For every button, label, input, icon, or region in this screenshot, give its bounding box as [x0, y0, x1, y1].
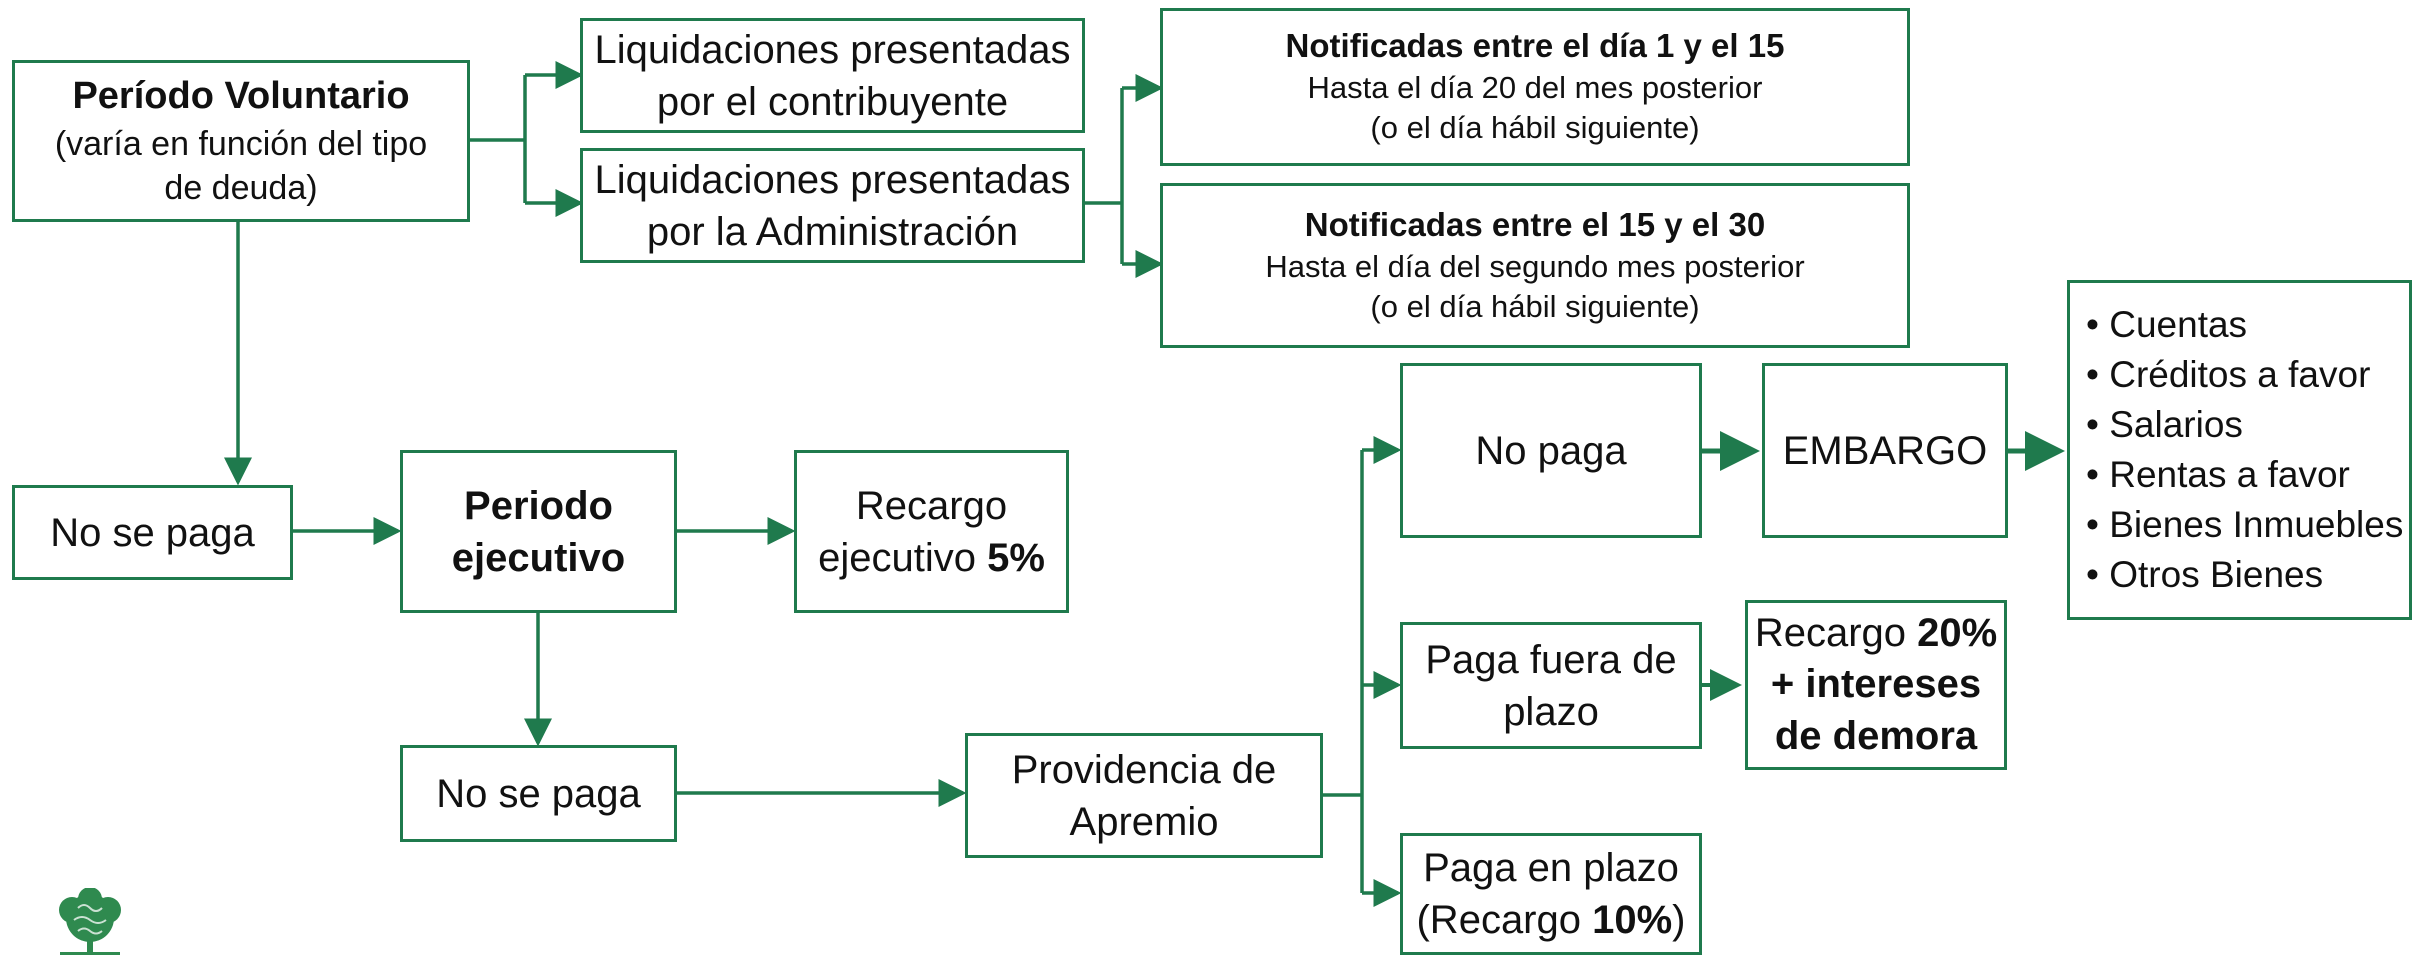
- embargo-box: EMBARGO: [1762, 363, 2008, 538]
- no-se-paga-label-1: No se paga: [50, 510, 255, 555]
- liquidaciones-contribuyente-line2: por el contribuyente: [656, 79, 1009, 124]
- bien-list-item: Otros Bienes: [2086, 550, 2403, 600]
- providencia-apremio-line2: Apremio: [1069, 799, 1219, 844]
- periodo-voluntario-title: Período Voluntario: [72, 75, 410, 118]
- no-se-paga-box-2: No se paga: [400, 745, 677, 842]
- bien-list-item: Rentas a favor: [2086, 450, 2403, 500]
- recargo-20-box: Recargo 20% + intereses de demora: [1745, 600, 2007, 770]
- bienes-embargables-box: CuentasCréditos a favorSalariosRentas a …: [2067, 280, 2412, 620]
- no-se-paga-label-2: No se paga: [436, 771, 641, 816]
- no-paga-box: No paga: [1400, 363, 1702, 538]
- recargo-ejecutivo-text: ejecutivo: [818, 535, 988, 580]
- periodo-voluntario-box: Período Voluntario (varía en función del…: [12, 60, 470, 222]
- periodo-ejecutivo-line2: ejecutivo: [451, 535, 626, 580]
- providencia-apremio-line1: Providencia de: [1011, 747, 1277, 792]
- embargo-label: EMBARGO: [1782, 428, 1988, 473]
- tree-icon: [59, 888, 121, 955]
- periodo-ejecutivo-line1: Periodo: [464, 483, 613, 528]
- bien-list-item: Créditos a favor: [2086, 350, 2403, 400]
- paga-fuera-plazo-line1: Paga fuera de: [1425, 637, 1677, 682]
- notificadas-1-15-title: Notificadas entre el día 1 y el 15: [1285, 27, 1785, 65]
- no-paga-label: No paga: [1475, 428, 1627, 473]
- notificadas-15-30-box: Notificadas entre el 15 y el 30 Hasta el…: [1160, 183, 1910, 348]
- liquidaciones-contribuyente-line1: Liquidaciones presentadas: [594, 27, 1071, 72]
- recargo-20-line3: de demora: [1774, 713, 1978, 758]
- no-se-paga-box-1: No se paga: [12, 485, 293, 580]
- notificadas-15-30-line1: Hasta el día del segundo mes posterior: [1265, 248, 1805, 284]
- periodo-voluntario-line2: de deuda): [164, 168, 318, 207]
- liquidaciones-administracion-line2: por la Administración: [646, 209, 1019, 254]
- liquidaciones-administracion-line1: Liquidaciones presentadas: [594, 157, 1071, 202]
- paga-en-plazo-percent: 10%: [1592, 898, 1673, 942]
- liquidaciones-administracion-box: Liquidaciones presentadas por la Adminis…: [580, 148, 1085, 263]
- paga-en-plazo-line1: Paga en plazo: [1423, 846, 1679, 890]
- paga-en-plazo-box: Paga en plazo (Recargo 10%): [1400, 833, 1702, 955]
- paga-fuera-plazo-box: Paga fuera de plazo: [1400, 622, 1702, 749]
- liquidaciones-contribuyente-box: Liquidaciones presentadas por el contrib…: [580, 18, 1085, 133]
- periodo-ejecutivo-box: Periodo ejecutivo: [400, 450, 677, 613]
- recargo-20-text: Recargo: [1754, 611, 1918, 656]
- recargo-ejecutivo-line1: Recargo: [855, 483, 1008, 528]
- paga-fuera-plazo-line2: plazo: [1503, 689, 1599, 734]
- recargo-20-percent: 20%: [1917, 611, 1998, 656]
- notificadas-1-15-box: Notificadas entre el día 1 y el 15 Hasta…: [1160, 8, 1910, 166]
- notificadas-15-30-line2: (o el día hábil siguiente): [1370, 288, 1700, 324]
- bien-list-item: Salarios: [2086, 400, 2403, 450]
- bien-list-item: Cuentas: [2086, 300, 2403, 350]
- recargo-ejecutivo-line2: ejecutivo 5%: [818, 532, 1045, 584]
- notificadas-1-15-line1: Hasta el día 20 del mes posterior: [1307, 70, 1763, 106]
- paga-en-plazo-close: ): [1672, 898, 1686, 942]
- periodo-voluntario-line1: (varía en función del tipo: [54, 124, 428, 163]
- recargo-20-line2: + intereses: [1770, 662, 1982, 707]
- paga-en-plazo-line2: (Recargo 10%): [1416, 894, 1685, 946]
- recargo-20-line1: Recargo 20%: [1755, 608, 1997, 659]
- providencia-apremio-box: Providencia de Apremio: [965, 733, 1323, 858]
- notificadas-15-30-title: Notificadas entre el 15 y el 30: [1304, 205, 1766, 243]
- recargo-ejecutivo-percent: 5%: [987, 535, 1045, 580]
- paga-en-plazo-text: (Recargo: [1416, 898, 1593, 942]
- recargo-ejecutivo-box: Recargo ejecutivo 5%: [794, 450, 1069, 613]
- bien-list-item: Bienes Inmuebles: [2086, 500, 2403, 550]
- bienes-embargables-list: CuentasCréditos a favorSalariosRentas a …: [2086, 300, 2403, 600]
- notificadas-1-15-line2: (o el día hábil siguiente): [1370, 110, 1700, 146]
